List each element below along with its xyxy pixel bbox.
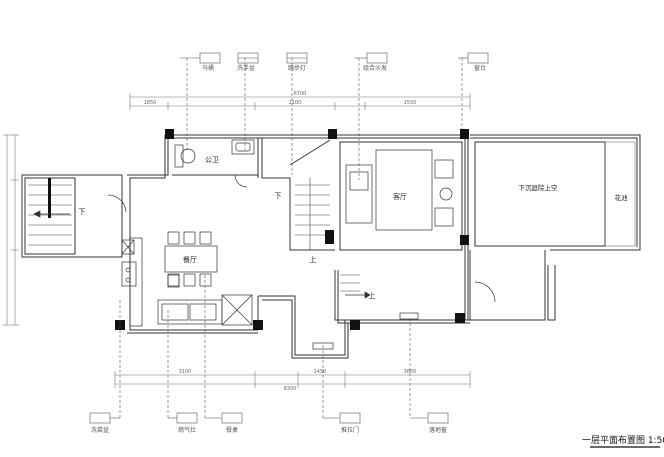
callout-sofa: 组合沙发 [363,64,387,72]
room-label-living: 客厅 [393,192,407,201]
bottom-dimension-1: 3100 [179,369,192,375]
room-label-garden: 花池 [615,193,629,202]
callout-wash-basin: 洗手盆 [237,64,255,72]
wash-basin [231,139,255,155]
stair-mark-lower-up: 上 [369,291,376,300]
bottom-dimension-4: 3600 [404,369,417,375]
callout-sink: 洗菜盆 [91,426,109,434]
top-callouts [180,52,489,180]
bottom-fixtures [107,174,496,350]
stair-arrows [33,210,371,299]
callout-windowsill: 窗台 [474,64,486,72]
stair-mark-left-down: 下 [79,208,86,216]
sofa-set [345,149,454,231]
kitchen-counter [121,237,253,327]
bottom-dimension-3: 1450 [314,369,327,375]
drawing-title: 一层平面布置图 1:50 [582,434,664,446]
bottom-callouts [89,275,449,424]
stair-mark-center-up: 上 [310,255,317,264]
bottom-dimension-chain [114,371,471,388]
top-dimension-chain [129,93,471,110]
walls [21,134,641,359]
top-dimension-3: 2100 [289,100,302,106]
callout-toilet: 马桶 [202,64,214,72]
left-dimension-chain [3,134,19,326]
top-total-dimension: 6700 [294,91,307,97]
callout-step-light: 踏步灯 [288,64,306,72]
bottom-total-dimension: 8300 [284,386,297,392]
callout-floor-window: 落地窗 [429,426,447,434]
top-dimension-1: 1850 [144,100,157,106]
toilet-fixture [174,144,196,168]
room-label-dining: 餐厅 [183,255,197,264]
top-dimension-5: 1550 [404,100,417,106]
callout-dining-table: 餐桌 [226,426,238,434]
planter-box [604,141,636,247]
callout-sliding-door: 推拉门 [341,426,359,434]
room-label-void: 下沉庭院上空 [519,183,559,192]
room-label-toilet: 公卫 [205,156,219,164]
dining-table-set [164,231,218,288]
stair-mark-center-down: 下 [275,192,282,200]
callout-gas-stove: 燃气灶 [178,426,196,434]
